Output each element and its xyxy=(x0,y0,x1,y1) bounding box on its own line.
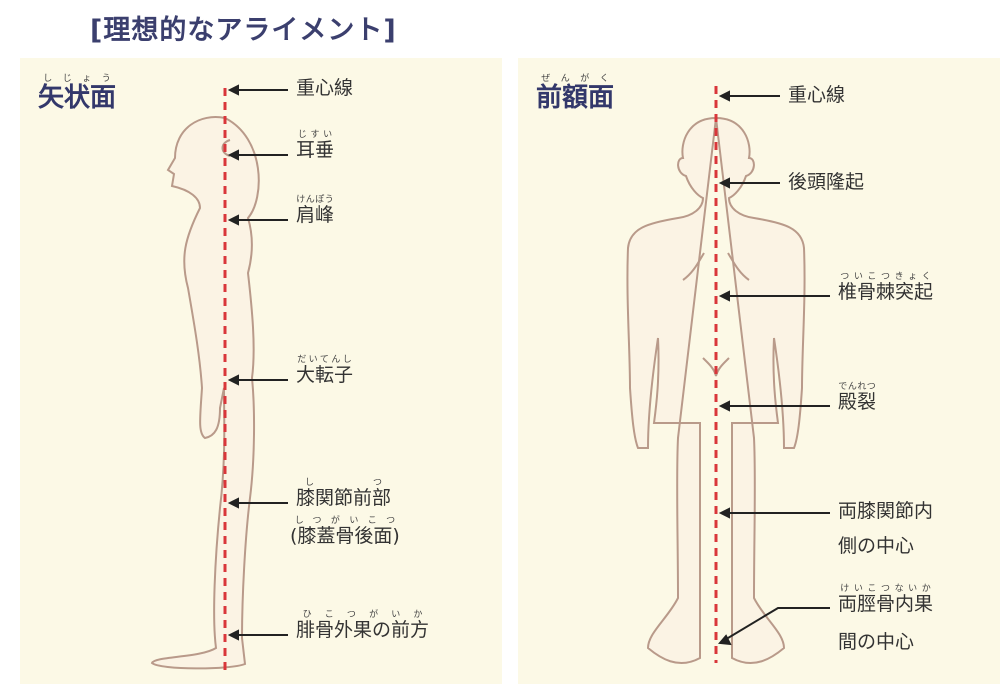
sagittal-plane-title: 矢状面しじょう xyxy=(38,74,117,113)
label-gluteal-cleft: 殿裂でんれつ xyxy=(838,382,877,413)
label-earlobe: 耳垂じすい xyxy=(296,130,335,161)
page-title: [理想的なアライメント] xyxy=(90,15,397,46)
label-medial-malleoli-2: 間の中心 xyxy=(838,631,915,653)
label-greater-trochanter: 大転子だいてんし xyxy=(296,355,354,386)
label-acromion: 肩峰けんぽう xyxy=(296,195,335,226)
label-lateral-malleolus: 腓骨外果の前方ひこつがいか xyxy=(296,610,430,641)
label-gravity-line: 重心線 xyxy=(788,84,846,106)
label-occipital-protuberance: 後頭隆起 xyxy=(788,171,865,193)
label-knees-medial: 両膝関節内 xyxy=(838,500,934,522)
frontal-plane-title: 前額面ぜんがく xyxy=(536,74,615,113)
label-gravity-line: 重心線 xyxy=(296,77,354,99)
frontal-panel: 前額面ぜんがく 重心線 後頭隆起 椎骨棘突起ついこつきょく 殿裂でんれつ 両膝関… xyxy=(518,58,1000,684)
label-arrows xyxy=(227,84,288,641)
label-patella-posterior: (膝蓋骨後面)しつがいこつ xyxy=(290,516,400,547)
label-knee-anterior: 膝関節前部しつ xyxy=(296,478,392,509)
sagittal-panel: 矢状面しじょう 重心線 耳垂じすい 肩峰けんぽう 大転子だいてんし 膝関節前部し… xyxy=(20,58,502,684)
label-knees-medial-2: 側の中心 xyxy=(838,535,915,557)
label-medial-malleoli: 両脛骨内果けいこつないか xyxy=(838,584,934,615)
label-spinous-process: 椎骨棘突起ついこつきょく xyxy=(838,272,934,303)
back-body-figure xyxy=(626,86,830,664)
side-body-figure xyxy=(150,84,288,670)
label-arrows xyxy=(717,90,830,646)
